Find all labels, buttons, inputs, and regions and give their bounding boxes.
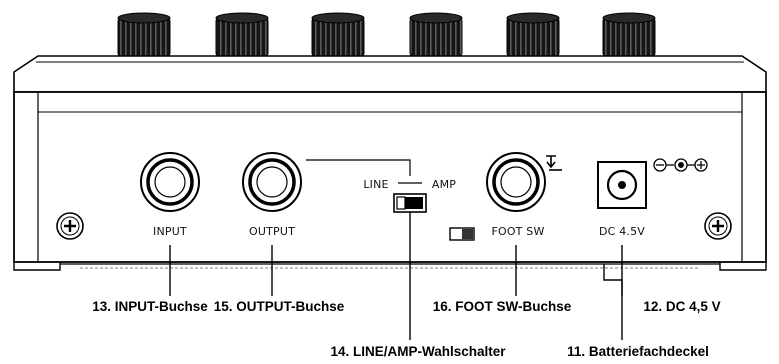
output-label: OUTPUT: [249, 225, 295, 238]
callout-line-amp-switch: 14. LINE/AMP-Wahlschalter: [330, 344, 506, 359]
knob: [602, 12, 656, 57]
knobs: [117, 12, 656, 57]
device-body: [13, 55, 767, 271]
knob: [215, 12, 269, 57]
foot-sw-jack-icon: [486, 152, 546, 212]
amp-label: AMP: [432, 178, 456, 191]
callout-input-jack: 13. INPUT-Buchse: [92, 299, 208, 314]
callout-output-jack: 15. OUTPUT-Buchse: [214, 299, 345, 314]
knob: [506, 12, 560, 57]
knob: [409, 12, 463, 57]
callout-dc-jack: 12. DC 4,5 V: [643, 299, 720, 314]
screw-icon: [56, 212, 84, 240]
input-label: INPUT: [153, 225, 187, 238]
knob: [117, 12, 171, 57]
dc-polarity-icon: [653, 158, 708, 172]
slide-switch-icon: [393, 193, 427, 213]
dc-jack-icon: [597, 161, 647, 209]
input-jack-icon: [140, 152, 200, 212]
callout-lines: [169, 212, 623, 340]
callout-battery-cover: 11. Batteriefachdeckel: [567, 344, 709, 359]
dc-label: DC 4.5V: [599, 225, 645, 238]
callout-foot-sw-jack: 16. FOOT SW-Buchse: [433, 299, 572, 314]
foot-switch-symbol-icon: [546, 155, 562, 171]
battery-cover-tab: [449, 227, 475, 241]
foot-sw-label: FOOT SW: [491, 225, 544, 238]
line-label: LINE: [363, 178, 388, 191]
screw-icon: [704, 212, 732, 240]
output-jack-icon: [242, 152, 302, 212]
output-switch-link-line: [306, 159, 411, 176]
knob: [311, 12, 365, 57]
